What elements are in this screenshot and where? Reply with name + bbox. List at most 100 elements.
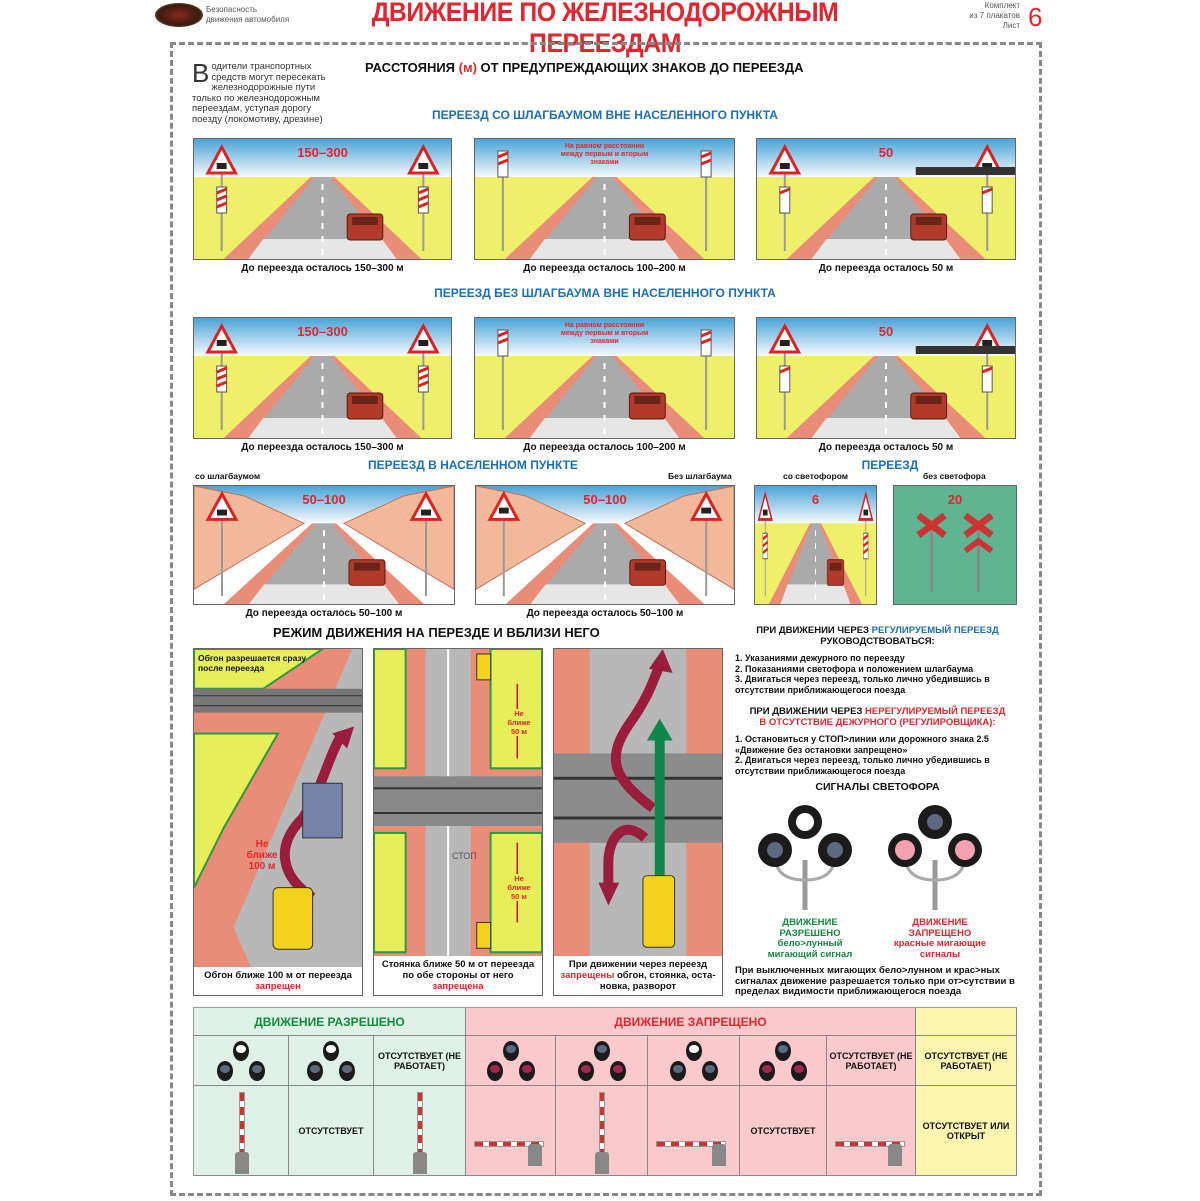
- table-barrier-cell: ОТСУТСТВУЕТ: [289, 1086, 374, 1176]
- scene-shape: [700, 158, 712, 166]
- scene-shape: [779, 187, 791, 195]
- scene-shape: [701, 507, 712, 514]
- heading-part: РУКОВОДСТВОВАТЬСЯ:: [820, 636, 935, 647]
- table-signal-cell: ОТСУТСТВУЕТ (НЕ РАБОТАЕТ): [916, 1036, 1017, 1086]
- warning-sign-barrier: [205, 490, 239, 597]
- overtaking-scene: [194, 649, 362, 995]
- lamp-light: [342, 1064, 352, 1073]
- signal-lamp: [775, 1040, 791, 1061]
- distance-plate: [779, 186, 791, 214]
- signal-lamp: [249, 1060, 265, 1081]
- title-unit: (м): [458, 60, 477, 75]
- lane-dash: [885, 363, 887, 369]
- scene-barrier-100-200: На равном расстоянии между первым и втор…: [474, 138, 735, 260]
- scene-caption: До переезда осталось 50 м: [818, 263, 954, 274]
- lamp-light: [672, 1064, 683, 1073]
- lane-dash: [321, 236, 324, 242]
- label-strong: ДВИЖЕНИЕ РАЗРЕШЕНО: [779, 917, 841, 939]
- train: [915, 167, 1015, 175]
- lamp-light: [688, 1044, 699, 1053]
- caption-text: Стоянка ближе 50 м от переезда по обе ст…: [381, 959, 535, 981]
- signal-lamp: [759, 1060, 775, 1081]
- distance-plate: [779, 365, 791, 393]
- lane-dash: [815, 555, 816, 562]
- signal-lamps-icon: [303, 1040, 359, 1081]
- distance-label: 150–300: [297, 145, 348, 160]
- label-without-barrier: Без шлагбаума: [668, 471, 732, 481]
- rule-item: 2. Двигаться через переезд, только лично…: [735, 755, 990, 776]
- distance-label: 6: [811, 492, 820, 507]
- lamp-light: [220, 1064, 230, 1073]
- lane-dash: [321, 415, 324, 421]
- scene-shape: [757, 490, 773, 521]
- row2-title: ПЕРЕЕЗД БЕЗ ШЛАГБАУМА ВНЕ НАСЕЛЕННОГО ПУ…: [434, 286, 776, 300]
- lane-dash: [603, 249, 606, 255]
- scene-shape: [863, 547, 869, 555]
- lane-dash: [885, 428, 887, 434]
- traffic-light-forbidden: [888, 805, 982, 910]
- signal-lamp: [593, 1040, 610, 1061]
- heading-part: ПРИ ДВИЖЕНИИ ЧЕРЕЗ: [756, 625, 872, 636]
- scene-shape: [634, 396, 661, 404]
- label-without-light: без светофора: [923, 471, 986, 481]
- barrier-closed-icon: [474, 1141, 544, 1147]
- caption-text: Обгон ближе 100 м от переезда: [204, 970, 352, 981]
- scene-shape: [216, 194, 228, 202]
- scene-shape: [894, 486, 1016, 604]
- lane-dash: [321, 363, 324, 369]
- label-desc: красные мигающие сигналы: [893, 938, 987, 960]
- title-part: РАССТОЯНИЯ: [365, 60, 459, 75]
- distance-label: 20: [947, 492, 963, 507]
- scene-shape: [205, 490, 239, 521]
- scene-shape: [417, 187, 429, 195]
- scene-shape: [762, 547, 768, 555]
- heading-part: ПРИ ДВИЖЕНИИ ЧЕРЕЗ: [749, 706, 866, 717]
- scene-shape: [863, 509, 869, 516]
- row1-title: ПЕРЕЕЗД СО ШЛАГБАУМОМ ВНЕ НАСЕЛЕННОГО ПУ…: [432, 108, 778, 122]
- signal-lamp: [339, 1060, 355, 1081]
- scene-shape: [497, 330, 509, 338]
- table-barrier-cell: [827, 1086, 916, 1176]
- table-barrier-cell: [194, 1086, 289, 1176]
- distance-mark-top: Не ближе 50 м: [504, 709, 534, 736]
- scene-shape: [963, 512, 994, 538]
- scene-shape: [217, 509, 227, 516]
- stop-line-label: СТОП: [452, 851, 477, 861]
- train: [915, 346, 1015, 354]
- scene-shape: [216, 340, 227, 346]
- distance-label: На равном расстоянии между первым и втор…: [560, 322, 649, 345]
- distance-mark: Не ближе 100 м: [246, 839, 278, 872]
- lamp-light: [596, 1044, 607, 1053]
- illustration-forbidden-maneuvers: При движении через переезд запрещены обг…: [553, 648, 723, 996]
- scene-shape: [700, 330, 712, 338]
- series-line: движения автомобиля: [206, 15, 290, 24]
- lane-dash: [885, 210, 887, 216]
- lane-dash: [603, 223, 606, 229]
- table-barrier-cell: ОТСУТСТВУЕТ: [740, 1086, 827, 1176]
- traffic-lights-illustration: [758, 805, 982, 910]
- scene-with-traffic-light: 6: [754, 485, 877, 605]
- distance-label: 150–300: [297, 324, 348, 339]
- barrier-base-icon: [888, 1144, 902, 1166]
- signal-lamp: [609, 1060, 626, 1081]
- lane-dash: [603, 363, 606, 369]
- kit-line: из 7 плакатов: [969, 11, 1020, 20]
- signal-lamp: [217, 1060, 233, 1081]
- lamp-light: [310, 1064, 320, 1073]
- signal-lamp: [323, 1040, 339, 1061]
- cross-sign: [963, 512, 994, 538]
- scene-drawing: [194, 139, 451, 259]
- lamp-light: [794, 1064, 804, 1073]
- lane-dash: [603, 415, 606, 421]
- scene-shape: [982, 340, 993, 346]
- table-barrier-cell: [374, 1086, 466, 1176]
- scene-shape: [982, 163, 993, 169]
- lamp-light: [252, 1064, 262, 1073]
- scene-shape: [530, 584, 680, 604]
- scene-shape: [915, 396, 942, 404]
- table-signal-cell: [289, 1036, 374, 1086]
- lane-dash: [323, 530, 325, 537]
- scene-shape: [858, 490, 874, 521]
- barrier-base-icon: [413, 1152, 427, 1174]
